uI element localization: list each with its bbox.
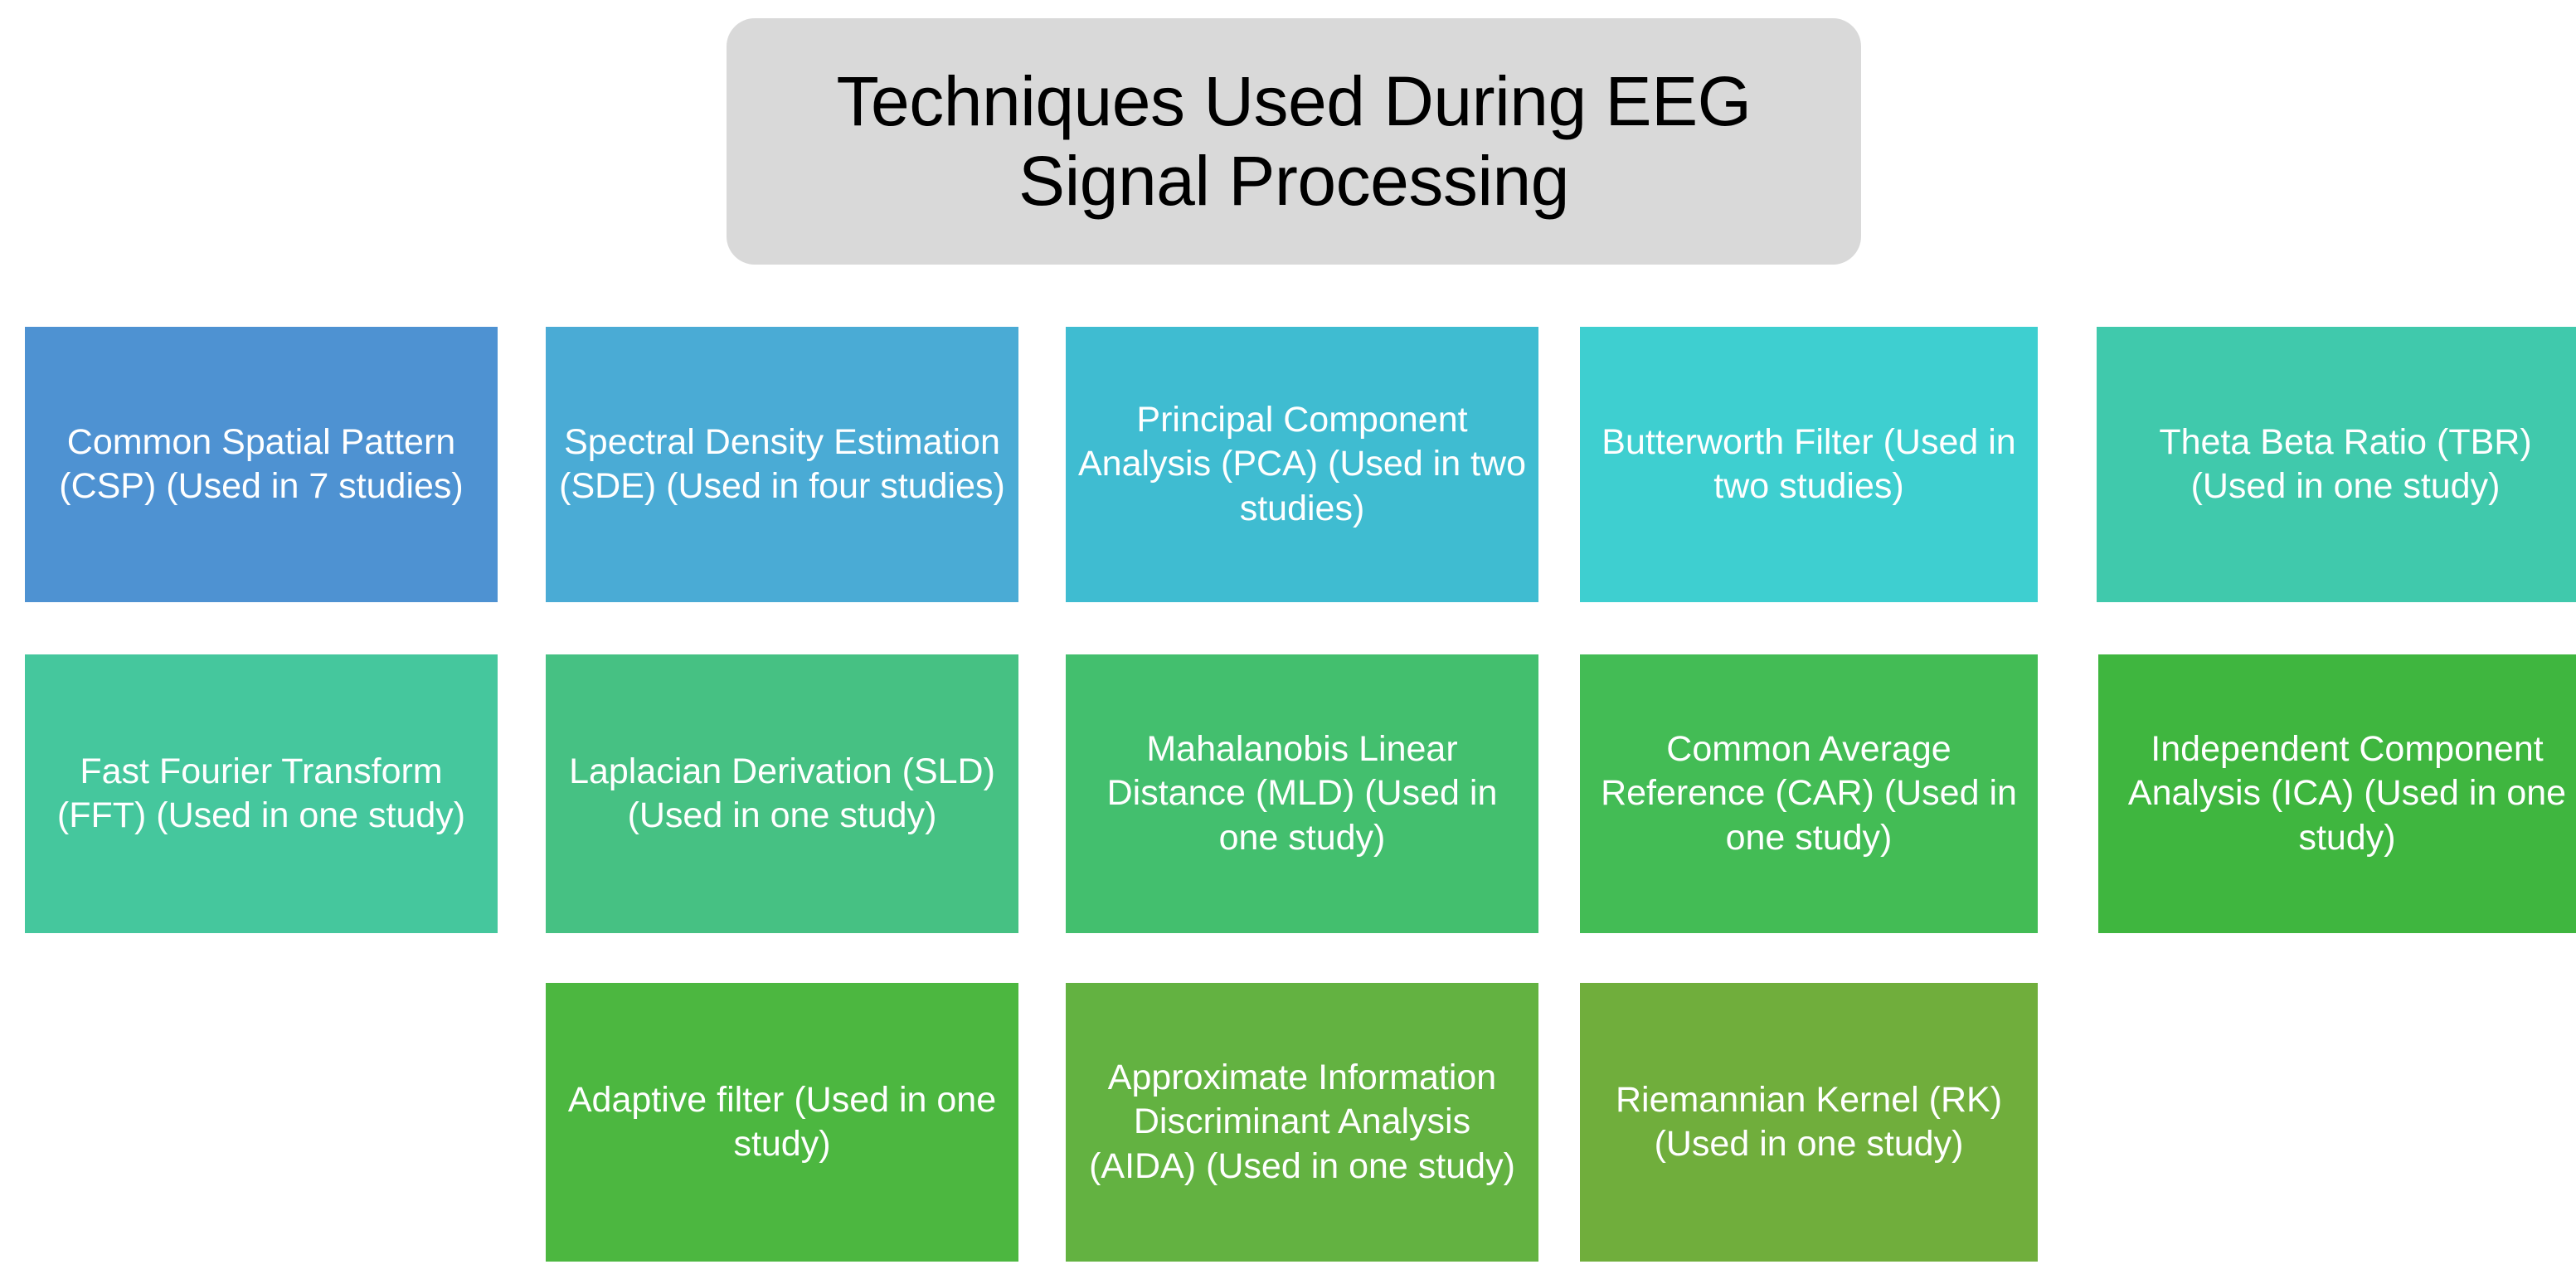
technique-box-label: Riemannian Kernel (RK) (Used in one stud… <box>1615 1079 2003 1164</box>
technique-box-label: Theta Beta Ratio (TBR) (Used in one stud… <box>2159 421 2532 506</box>
technique-box-csp[interactable]: Common Spatial Pattern (CSP) (Used in 7 … <box>25 327 498 602</box>
technique-box-ica[interactable]: Independent Component Analysis (ICA) (Us… <box>2098 654 2576 933</box>
technique-box-label: Spectral Density Estimation (SDE) (Used … <box>559 421 1005 506</box>
technique-box-label: Common Spatial Pattern (CSP) (Used in 7 … <box>59 421 464 506</box>
technique-box-label: Principal Component Analysis (PCA) (Used… <box>1077 400 1527 528</box>
technique-box-car[interactable]: Common Average Reference (CAR) (Used in … <box>1580 654 2038 933</box>
technique-box-tbr[interactable]: Theta Beta Ratio (TBR) (Used in one stud… <box>2097 327 2576 602</box>
technique-box-rk[interactable]: Riemannian Kernel (RK) (Used in one stud… <box>1580 983 2038 1262</box>
technique-box-label: Mahalanobis Linear Distance (MLD) (Used … <box>1106 729 1498 858</box>
technique-box-label: Common Average Reference (CAR) (Used in … <box>1601 729 2017 858</box>
technique-box-mld[interactable]: Mahalanobis Linear Distance (MLD) (Used … <box>1066 654 1538 933</box>
technique-box-label: Fast Fourier Transform (FFT) (Used in on… <box>56 751 466 835</box>
technique-box-adaptive-filter[interactable]: Adaptive filter (Used in one study) <box>546 983 1018 1262</box>
technique-box-label: Approximate Information Discriminant Ana… <box>1089 1058 1515 1186</box>
technique-box-sld[interactable]: Laplacian Derivation (SLD) (Used in one … <box>546 654 1018 933</box>
page-title: Techniques Used During EEG Signal Proces… <box>836 61 1752 220</box>
technique-box-label: Butterworth Filter (Used in two studies) <box>1601 421 2016 506</box>
technique-box-label: Adaptive filter (Used in one study) <box>567 1079 997 1164</box>
technique-box-label: Laplacian Derivation (SLD) (Used in one … <box>569 751 995 835</box>
diagram-title-card: Techniques Used During EEG Signal Proces… <box>727 18 1861 265</box>
technique-box-fft[interactable]: Fast Fourier Transform (FFT) (Used in on… <box>25 654 498 933</box>
technique-box-sde[interactable]: Spectral Density Estimation (SDE) (Used … <box>546 327 1018 602</box>
technique-box-label: Independent Component Analysis (ICA) (Us… <box>2127 729 2567 858</box>
technique-box-butterworth[interactable]: Butterworth Filter (Used in two studies) <box>1580 327 2038 602</box>
technique-box-aida[interactable]: Approximate Information Discriminant Ana… <box>1066 983 1538 1262</box>
technique-box-pca[interactable]: Principal Component Analysis (PCA) (Used… <box>1066 327 1538 602</box>
